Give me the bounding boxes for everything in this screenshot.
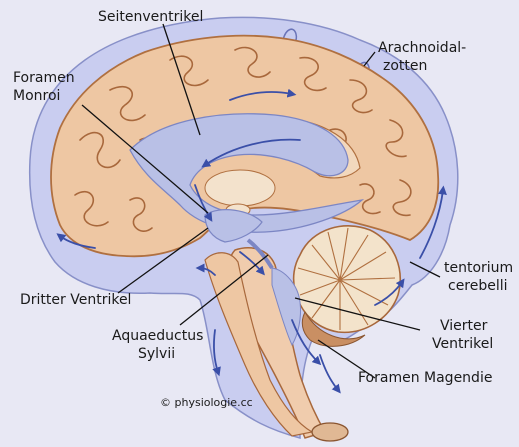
leader-vierter-ventrikel bbox=[294, 297, 421, 331]
leader-dritter-ventrikel bbox=[117, 227, 209, 294]
brainstem-front bbox=[204, 252, 314, 437]
thalamus bbox=[204, 169, 276, 207]
flow-arrow bbox=[291, 319, 322, 366]
label-tentorium-line2: cerebelli bbox=[448, 278, 508, 294]
flow-arrow bbox=[374, 278, 405, 306]
gyrus bbox=[299, 56, 327, 92]
cerebellum bbox=[292, 225, 401, 334]
flow-arrow bbox=[195, 263, 216, 276]
flow-arrow bbox=[239, 251, 265, 276]
label-aquaeductus-line2: Sylvii bbox=[138, 346, 175, 362]
gyrus bbox=[234, 46, 271, 78]
gyrus bbox=[359, 183, 381, 215]
third-ventricle bbox=[204, 209, 263, 243]
gyrus bbox=[79, 131, 121, 169]
label-aquaeductus-line1: Aquaeductus bbox=[112, 328, 203, 344]
flow-arrow bbox=[56, 233, 96, 249]
cerebellum-folia bbox=[297, 227, 396, 330]
flow-arrow bbox=[194, 184, 213, 222]
flow-arrow bbox=[419, 185, 447, 259]
label-tentorium-line1: tentorium bbox=[444, 260, 513, 276]
label-arachnoidal-line2: zotten bbox=[383, 58, 427, 74]
gyrus bbox=[109, 85, 146, 122]
leader-arachnoidal bbox=[363, 51, 376, 67]
cerebral-aqueduct bbox=[246, 238, 274, 270]
gyrus bbox=[349, 79, 373, 114]
label-foramen-monroi-line1: Foramen bbox=[13, 70, 75, 86]
leader-seitenventrikel bbox=[162, 23, 201, 136]
label-magendie: Foramen Magendie bbox=[358, 370, 492, 386]
cerebellum-lower bbox=[301, 310, 366, 347]
gyrus bbox=[129, 197, 153, 232]
flow-arrow bbox=[319, 354, 341, 394]
fourth-ventricle bbox=[271, 267, 301, 347]
flow-arrow bbox=[212, 329, 221, 377]
gyrus bbox=[392, 179, 412, 217]
leader-magendie bbox=[317, 339, 376, 379]
label-dritter-ventrikel: Dritter Ventrikel bbox=[20, 292, 131, 308]
leader-foramen-monroi bbox=[81, 104, 209, 214]
gyrus bbox=[169, 55, 209, 87]
gyrus bbox=[74, 190, 109, 227]
gyrus bbox=[385, 119, 407, 158]
flow-arrow bbox=[201, 138, 301, 168]
leader-aquaeductus bbox=[179, 254, 269, 326]
flow-arrow bbox=[229, 88, 297, 101]
leader-tentorium bbox=[409, 261, 441, 278]
copyright: © physiologie.cc bbox=[160, 396, 253, 409]
label-vierter-line1: Vierter bbox=[440, 318, 488, 334]
label-seitenventrikel: Seitenventrikel bbox=[98, 9, 203, 25]
label-vierter-line2: Ventrikel bbox=[432, 336, 493, 352]
label-foramen-monroi-line2: Monroi bbox=[13, 88, 60, 104]
spinal-cord-section bbox=[311, 422, 349, 442]
label-arachnoidal-line1: Arachnoidal- bbox=[378, 40, 466, 56]
